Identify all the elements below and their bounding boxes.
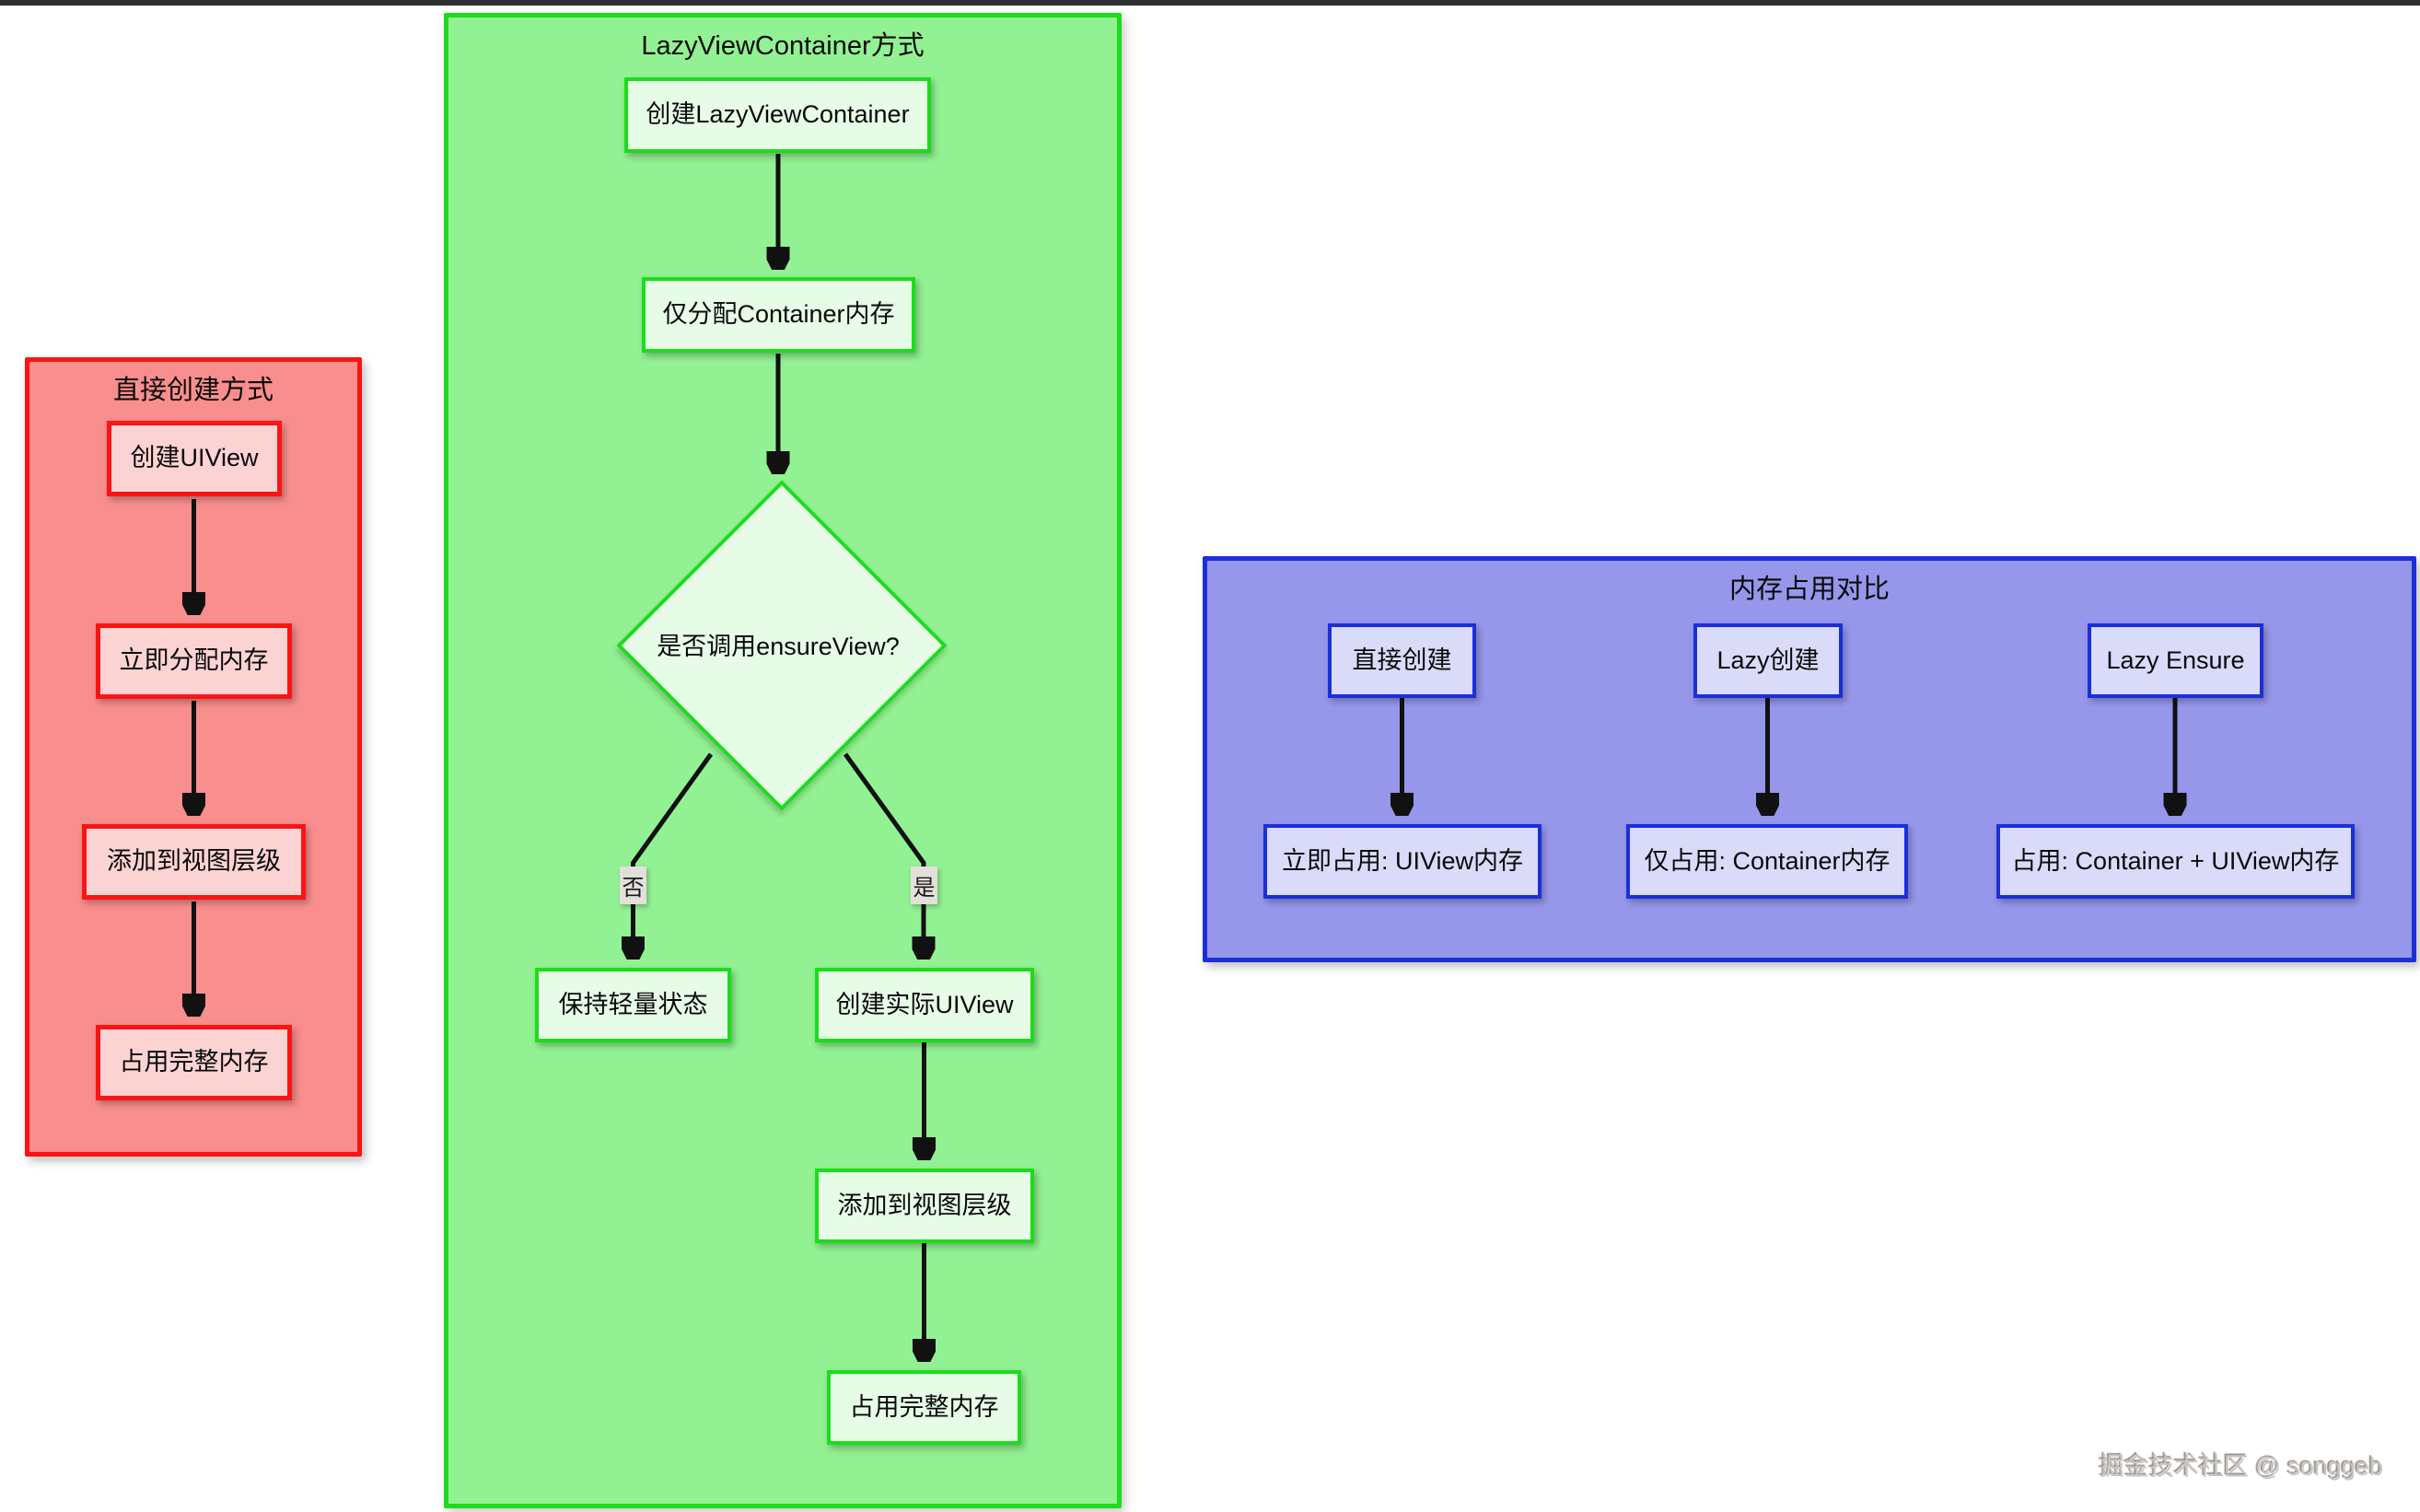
arrow-branch-no <box>634 752 714 956</box>
node-label: 仅占用: Container内存 <box>1644 846 1891 875</box>
arrow-branch-yes <box>843 752 924 956</box>
node-label: 保持轻量状态 <box>558 990 708 1018</box>
node-occupy-container-memory: 仅占用: Container内存 <box>1626 824 1908 899</box>
edge-label-yes: 是 <box>911 866 937 904</box>
node-immediate-alloc: 立即分配内存 <box>96 623 292 699</box>
node-occupy-container-uiview-memory: 占用: Container + UIView内存 <box>1996 824 2355 899</box>
node-label: Lazy创建 <box>1716 646 1820 674</box>
group-memory-title: 内存占用对比 <box>1728 575 1890 604</box>
node-alloc-container-memory: 仅分配Container内存 <box>642 277 915 353</box>
node-label: 直接创建 <box>1352 646 1452 674</box>
node-create-lazyviewcontainer: 创建LazyViewContainer <box>624 77 931 153</box>
node-label: 占用完整内存 <box>119 1048 269 1076</box>
node-full-memory-direct: 占用完整内存 <box>96 1025 292 1100</box>
node-full-memory-lazy: 占用完整内存 <box>827 1370 1021 1445</box>
node-occupy-uiview-memory: 立即占用: UIView内存 <box>1263 824 1542 899</box>
node-create-actual-uiview: 创建实际UIView <box>815 968 1034 1042</box>
node-add-hierarchy-lazy: 添加到视图层级 <box>815 1169 1034 1243</box>
group-direct-title: 直接创建方式 <box>112 376 273 405</box>
node-label: 占用完整内存 <box>849 1392 999 1421</box>
node-label: 创建实际UIView <box>835 990 1014 1018</box>
window-top-bar <box>0 0 2420 6</box>
edge-label-no: 否 <box>620 866 646 904</box>
node-label: 添加到视图层级 <box>837 1191 1012 1219</box>
node-label: 创建UIView <box>130 444 259 472</box>
node-keep-lightweight: 保持轻量状态 <box>535 968 731 1042</box>
decision-ensureview-label: 是否调用ensureView? <box>657 633 900 660</box>
node-label: 占用: Container + UIView内存 <box>2011 846 2340 875</box>
node-create-uiview: 创建UIView <box>107 421 282 496</box>
node-lazy-ensure: Lazy Ensure <box>2088 623 2263 698</box>
node-label: 立即占用: UIView内存 <box>1281 846 1524 875</box>
node-label: Lazy Ensure <box>2106 646 2245 674</box>
node-label: 创建LazyViewContainer <box>646 100 910 129</box>
node-direct-create: 直接创建 <box>1328 623 1476 698</box>
group-lazy-title: LazyViewContainer方式 <box>641 31 925 61</box>
node-label: 仅分配Container内存 <box>662 300 895 329</box>
node-label: 添加到视图层级 <box>107 847 281 876</box>
node-lazy-create: Lazy创建 <box>1693 623 1843 698</box>
node-label: 立即分配内存 <box>119 646 269 675</box>
watermark: 掘金技术社区 @ songgeb <box>2099 1453 2383 1481</box>
node-add-hierarchy-direct: 添加到视图层级 <box>82 824 306 900</box>
